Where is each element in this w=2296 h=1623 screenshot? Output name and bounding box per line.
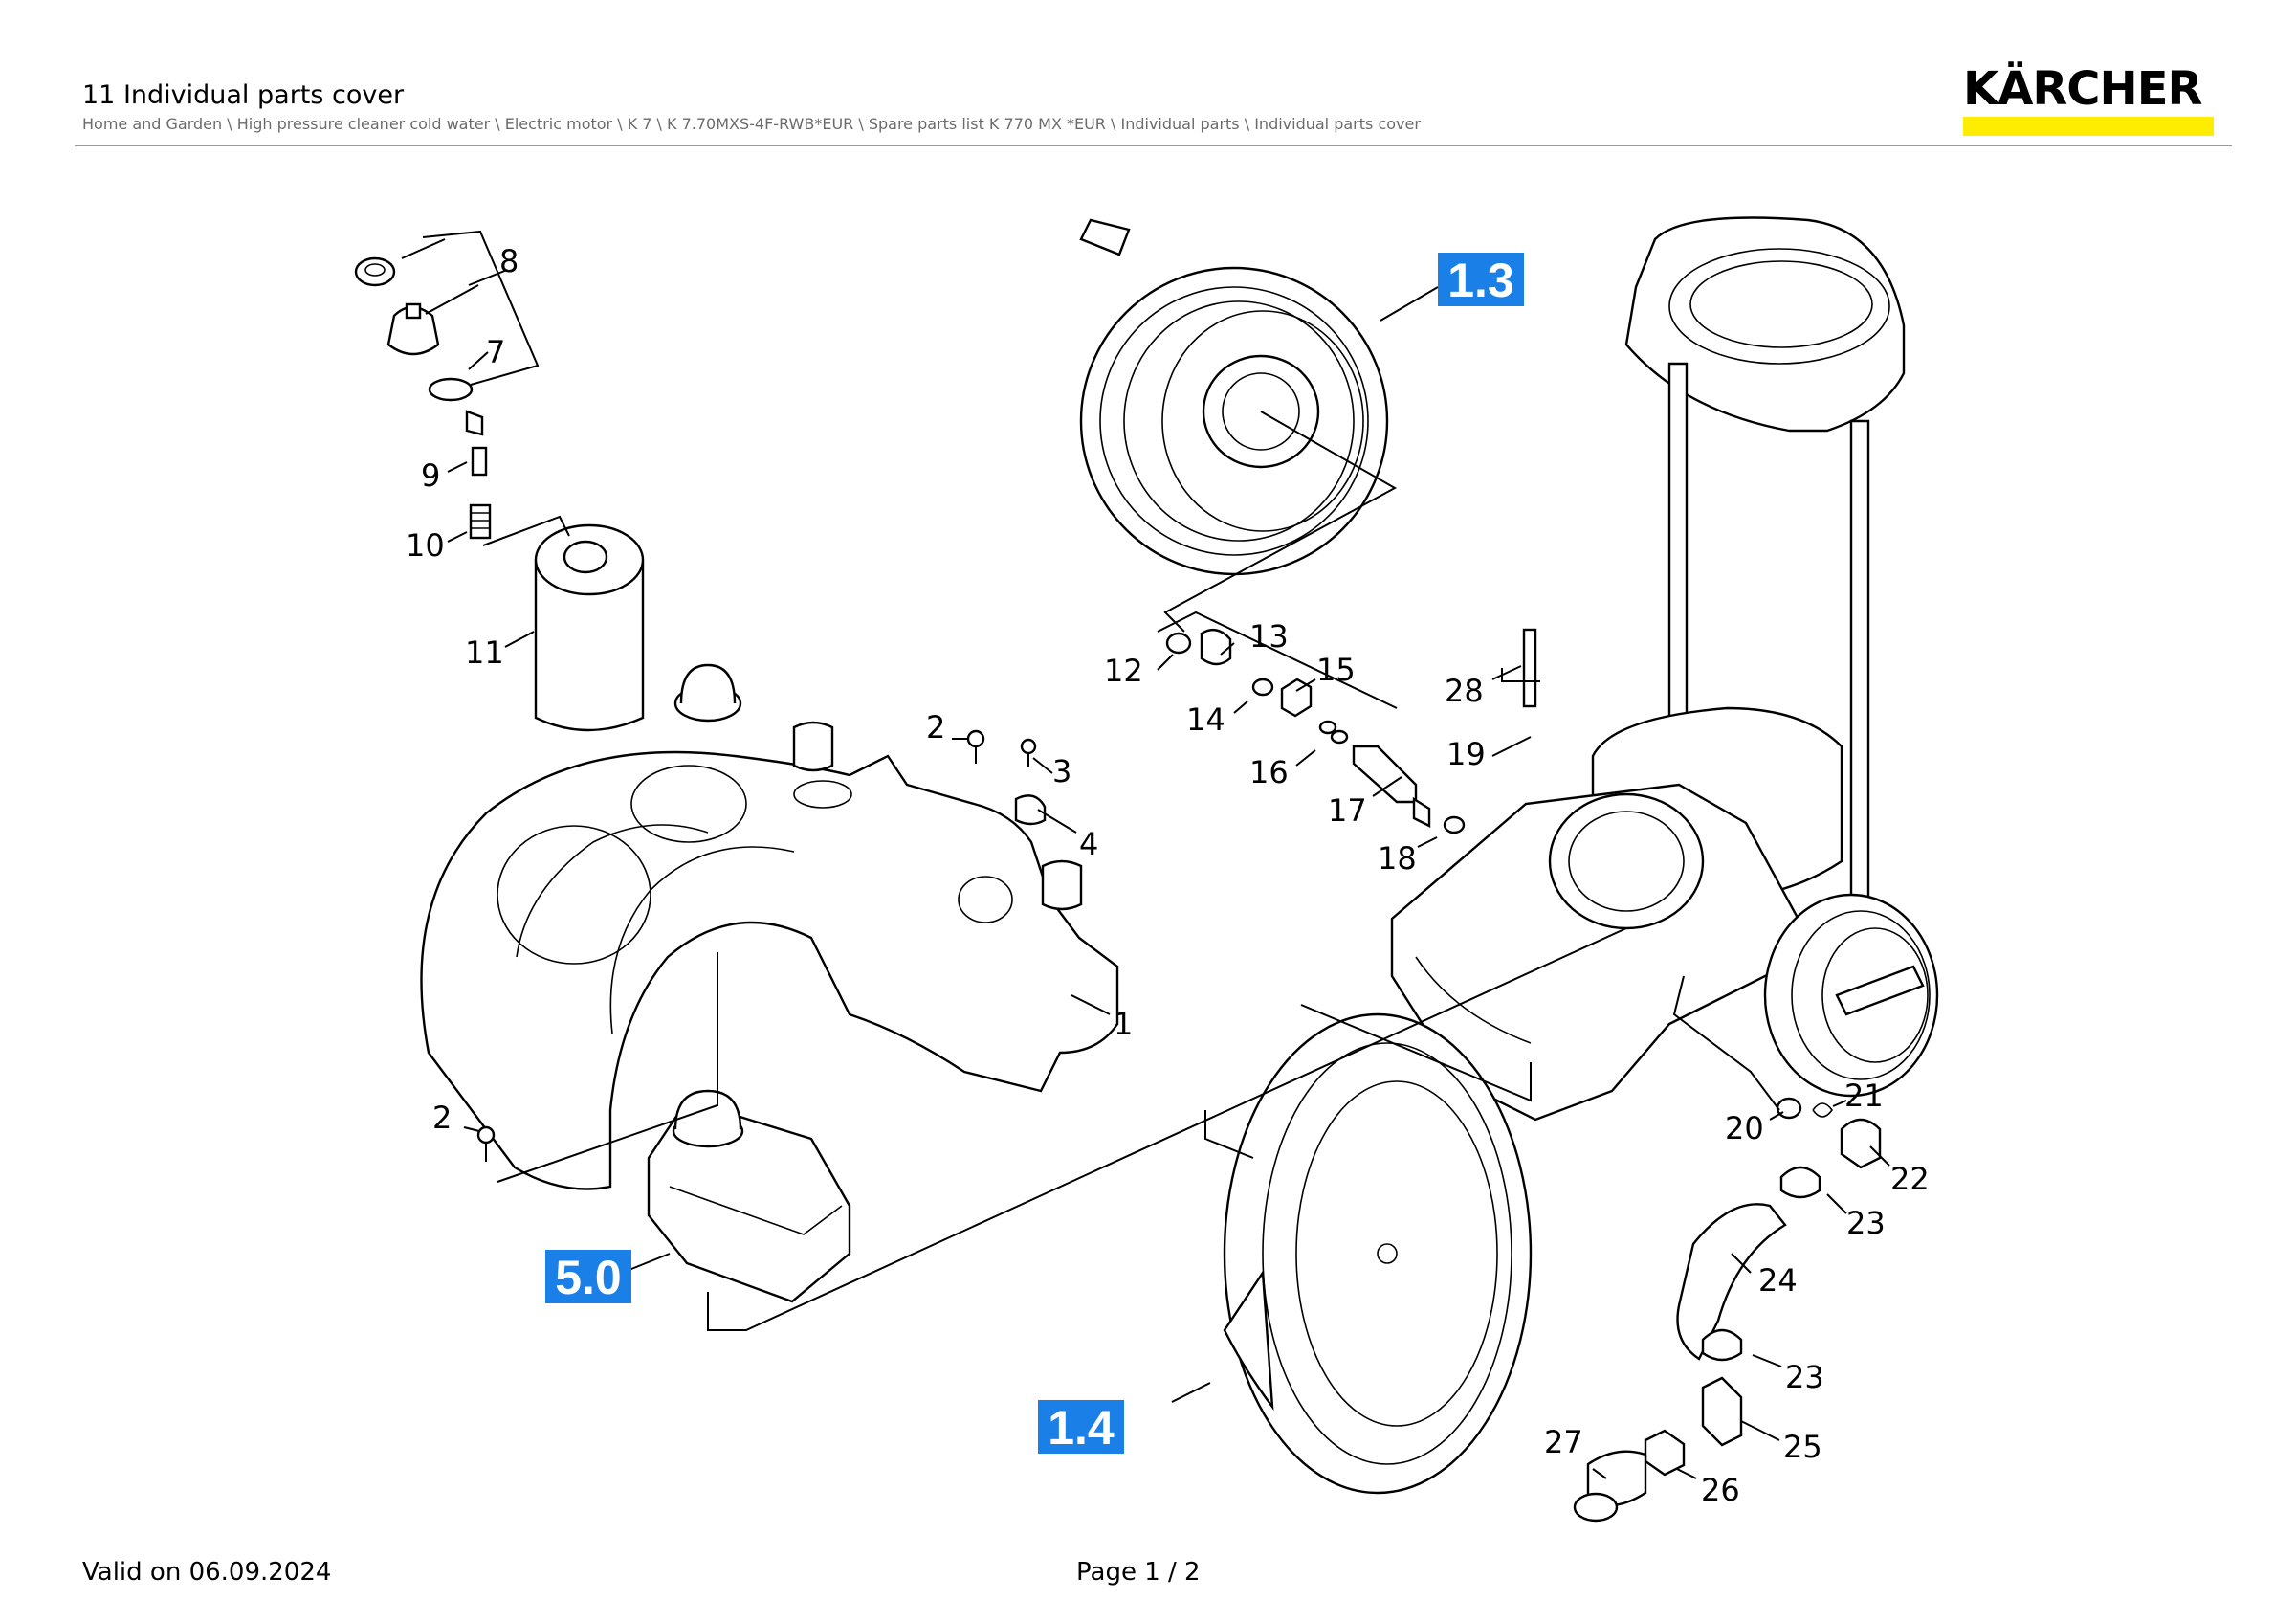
callout-16: 16 — [1249, 754, 1289, 790]
callout-23: 23 — [1785, 1359, 1824, 1395]
callout-13: 13 — [1249, 618, 1289, 655]
leader-pump — [707, 927, 1627, 1331]
callout-9: 9 — [421, 457, 440, 494]
part-hose-reel — [1079, 218, 1398, 633]
callout-21: 21 — [1844, 1078, 1884, 1114]
callout-8: 8 — [499, 243, 519, 279]
karcher-logo: KÄRCHER — [1963, 63, 2217, 136]
callout-11: 11 — [465, 634, 504, 671]
callout-26: 26 — [1701, 1472, 1740, 1508]
logo-wordmark: KÄRCHER — [1963, 62, 2202, 116]
callout-25: 25 — [1783, 1429, 1822, 1465]
header-divider — [75, 145, 2232, 146]
valid-date: Valid on 06.09.2024 — [82, 1558, 332, 1587]
callout-28: 28 — [1445, 673, 1484, 709]
assembly-tag-5-0[interactable]: 5.0 — [545, 1250, 631, 1304]
part-trolley-frame — [1390, 216, 1906, 1122]
part-fittings — [1157, 611, 1466, 834]
callout-leaders — [447, 269, 1890, 1479]
part-cover-shell — [420, 663, 1119, 1190]
page-number: Page 1 / 2 — [1076, 1558, 1201, 1587]
assembly-tag-label: 1.4 — [1048, 1401, 1115, 1455]
callout-2: 2 — [926, 709, 945, 745]
callout-27: 27 — [1544, 1424, 1583, 1460]
part-container — [482, 515, 645, 732]
line-art — [354, 216, 1939, 1523]
callout-18: 18 — [1378, 840, 1417, 877]
part-connectors — [1573, 975, 1882, 1523]
part-wheel — [1763, 893, 1939, 1098]
assembly-tag-label: 5.0 — [555, 1251, 622, 1304]
callout-24: 24 — [1758, 1262, 1798, 1299]
callout-17: 17 — [1328, 792, 1367, 829]
callout-7: 7 — [486, 334, 505, 370]
callout-20: 20 — [1725, 1110, 1764, 1146]
breadcrumb: Home and Garden \ High pressure cleaner … — [82, 115, 1421, 133]
assembly-tag-label: 1.3 — [1447, 254, 1514, 307]
assembly-tag-1-4[interactable]: 1.4 — [1038, 1400, 1124, 1455]
callout-4: 4 — [1079, 826, 1098, 862]
callout-22: 22 — [1890, 1161, 1930, 1197]
callout-2: 2 — [432, 1100, 452, 1136]
part-screws — [476, 729, 1047, 1162]
callout-3: 3 — [1052, 753, 1071, 789]
part-hub-cap — [1204, 1004, 1533, 1495]
logo-yellow-bar — [1963, 117, 2214, 136]
callout-1: 1 — [1114, 1006, 1133, 1042]
callout-labels: 8 7 9 10 11 2 3 4 1 2 12 13 14 15 16 17 … — [406, 243, 1930, 1508]
bracket-8-7 — [422, 230, 540, 386]
callout-23: 23 — [1846, 1205, 1886, 1241]
part-cap-assembly — [354, 256, 492, 540]
callout-12: 12 — [1104, 653, 1143, 689]
callout-14: 14 — [1186, 701, 1225, 738]
part-pump-box — [497, 952, 851, 1303]
callout-10: 10 — [406, 527, 445, 564]
callout-15: 15 — [1316, 652, 1356, 688]
assembly-tag-1-3[interactable]: 1.3 — [1438, 253, 1524, 307]
page-title: 11 Individual parts cover — [82, 80, 405, 110]
callout-19: 19 — [1446, 736, 1486, 772]
